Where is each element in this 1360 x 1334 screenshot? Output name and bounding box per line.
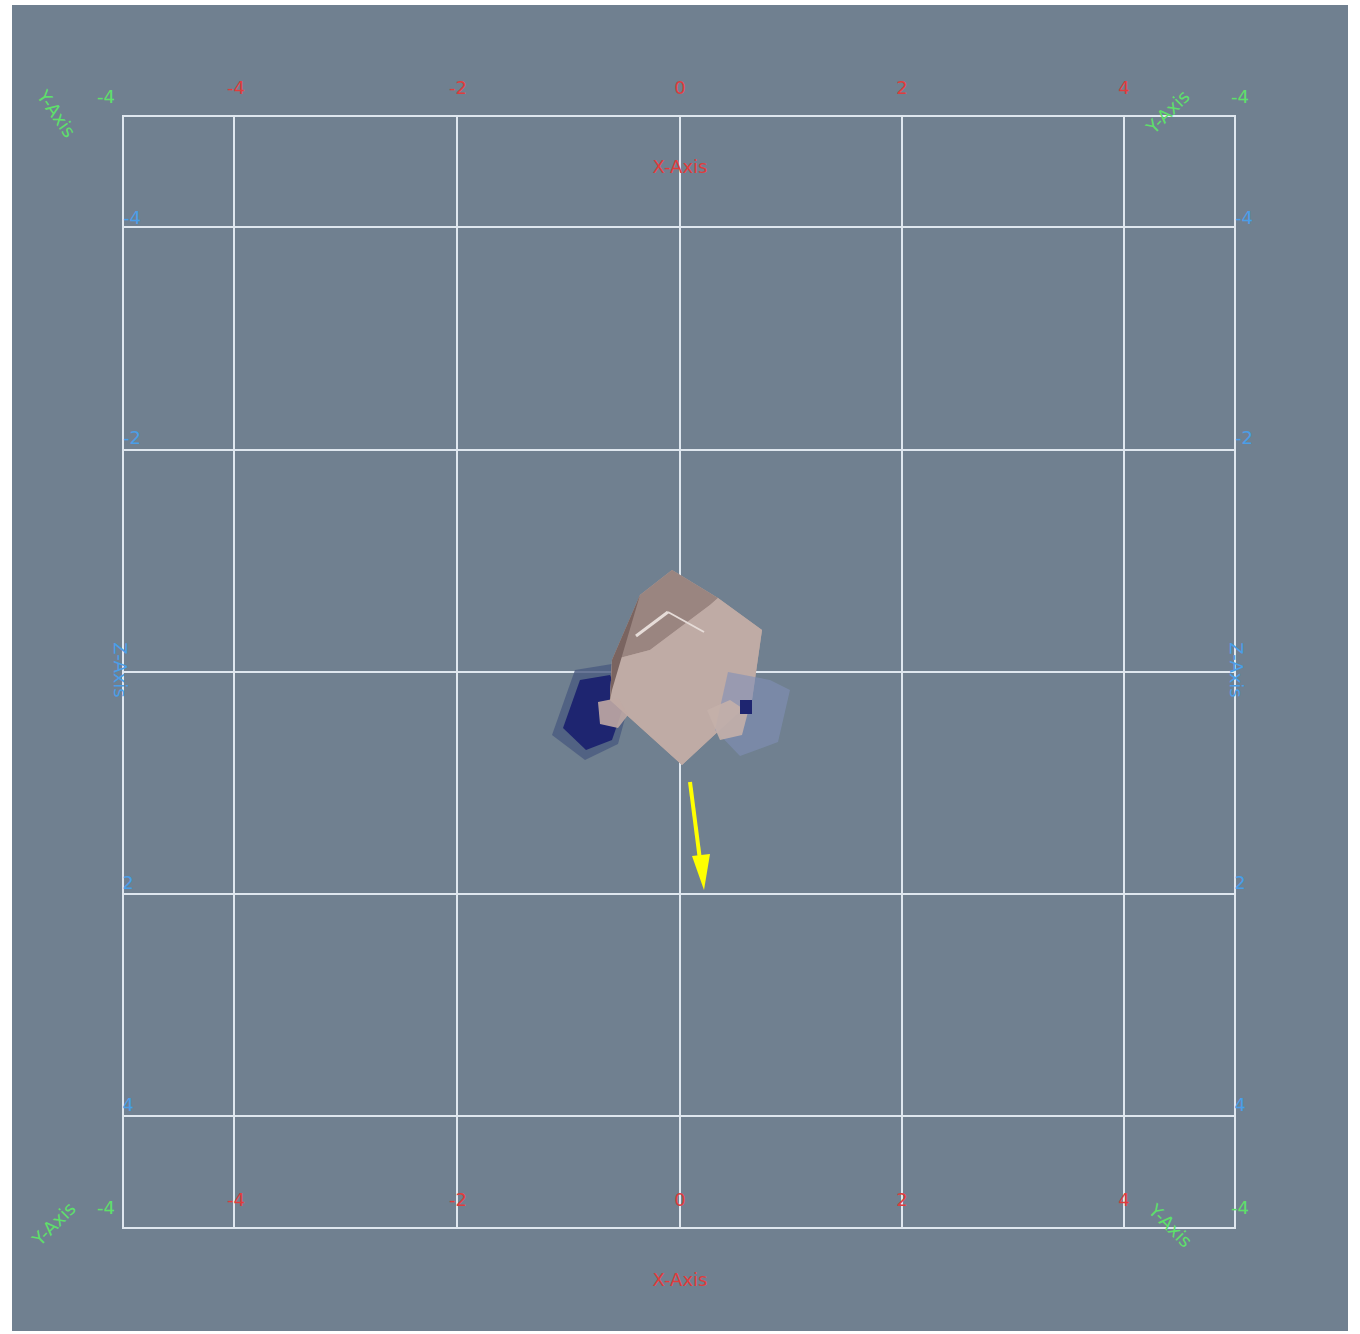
tick-number: -2: [449, 79, 467, 97]
tick-number: -4: [123, 209, 141, 227]
axis-title: Z-Axis: [1227, 642, 1245, 697]
tick-number: 2: [896, 79, 907, 97]
tick-number: 0: [674, 1191, 685, 1209]
axis-title: X-Axis: [653, 158, 708, 176]
direction-arrow: [690, 782, 710, 890]
tick-number: -2: [123, 429, 141, 447]
tick-number: -2: [449, 1191, 467, 1209]
tick-number: 0: [674, 79, 685, 97]
axis-title: Z-Axis: [111, 642, 129, 697]
tick-number: 4: [1118, 1191, 1129, 1209]
tick-number: 4: [1234, 1096, 1245, 1114]
tick-number: -4: [97, 88, 115, 106]
robot-model: [552, 570, 790, 765]
tick-number: -2: [1235, 429, 1253, 447]
tick-number: -4: [1231, 1199, 1249, 1217]
tick-number: -4: [1235, 209, 1253, 227]
tick-number: 4: [1118, 79, 1129, 97]
axis-title: X-Axis: [653, 1271, 708, 1289]
tick-number: -4: [227, 79, 245, 97]
tick-number: 2: [896, 1191, 907, 1209]
tick-number: 2: [1234, 874, 1245, 892]
tick-number: 2: [122, 874, 133, 892]
tick-number: -4: [1231, 88, 1249, 106]
grid: [123, 116, 1235, 1228]
tick-number: -4: [97, 1199, 115, 1217]
tick-number: 4: [122, 1096, 133, 1114]
tick-number: -4: [227, 1191, 245, 1209]
